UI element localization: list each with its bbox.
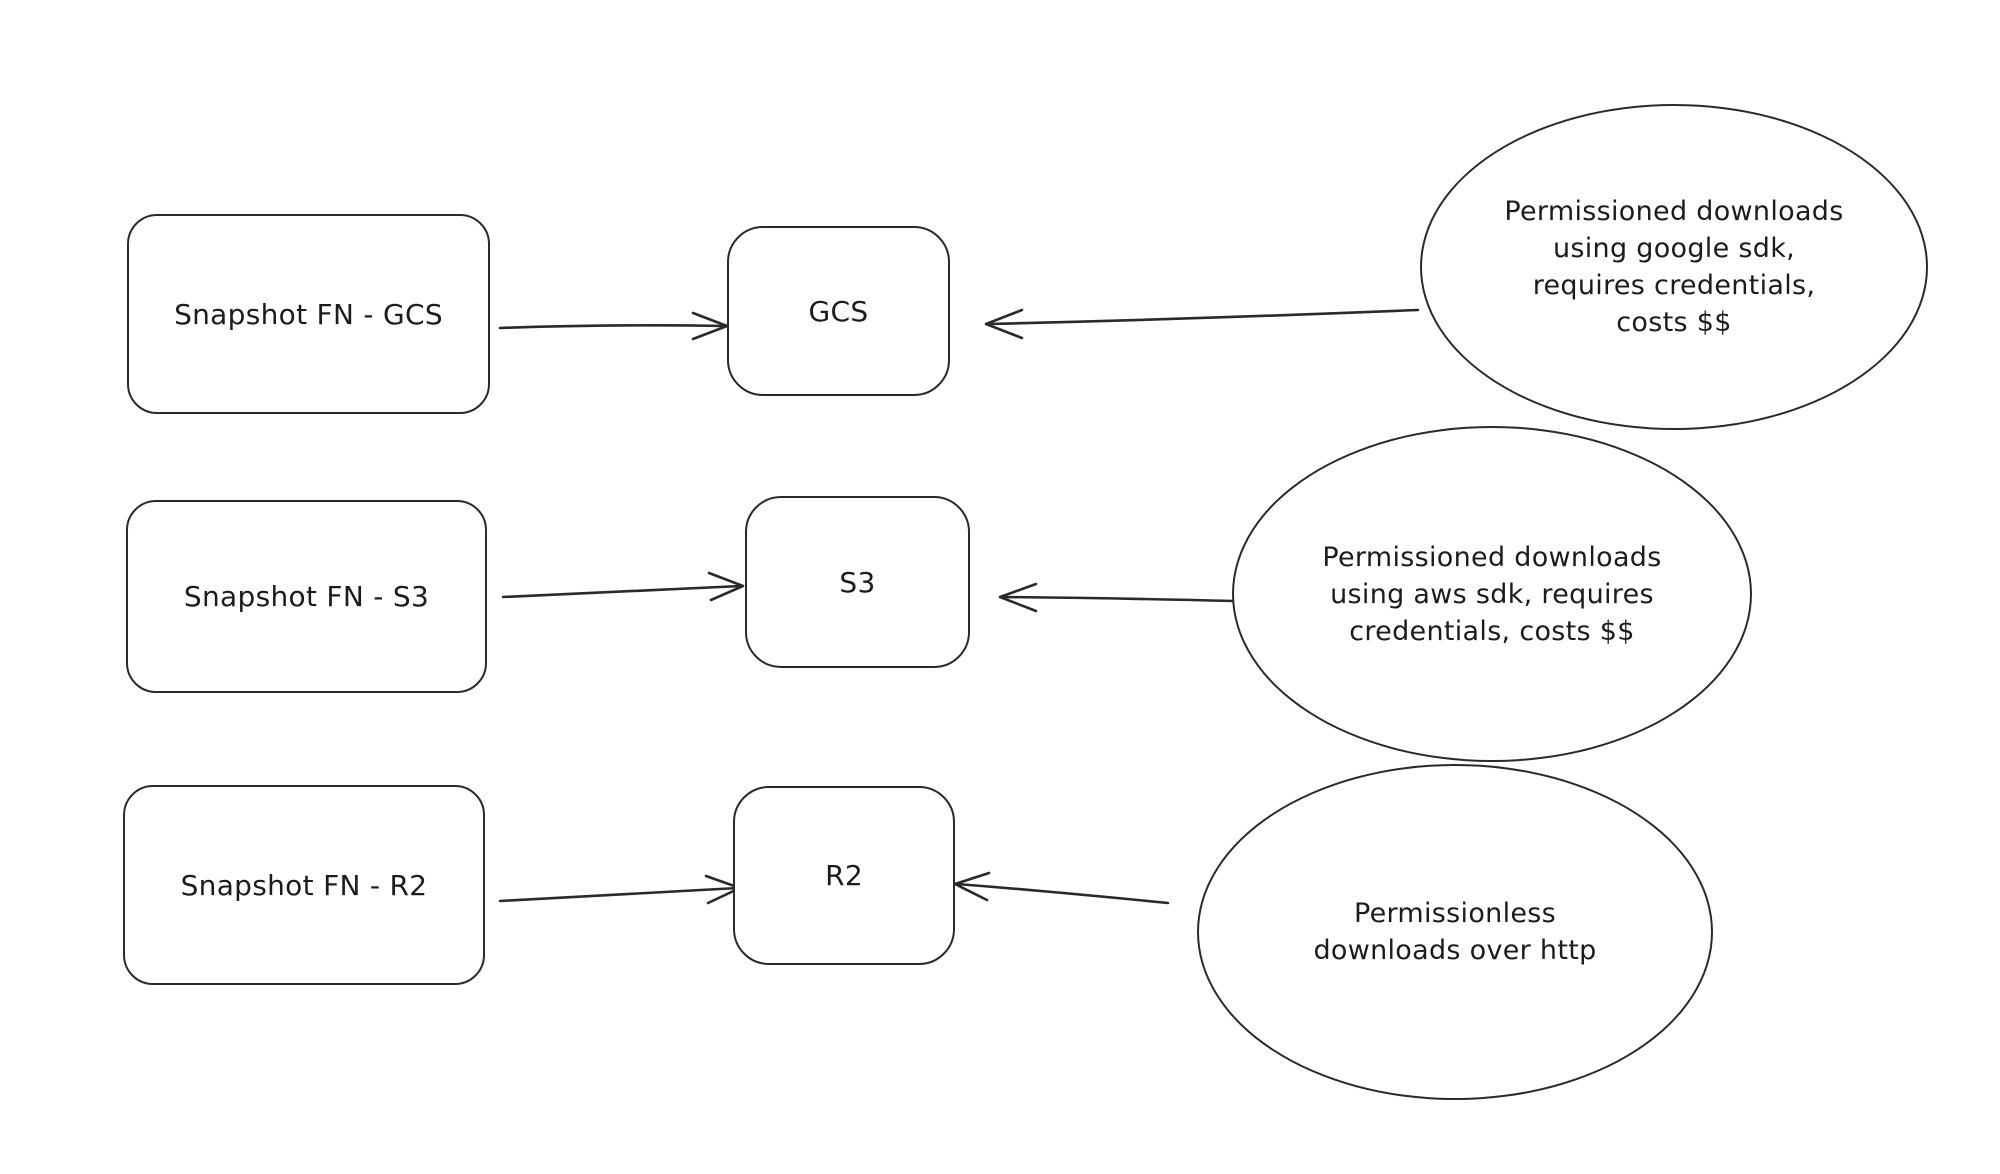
note-line: using google sdk,	[1552, 233, 1796, 264]
node-r2: R2	[733, 786, 955, 965]
node-snapshot-fn-s3-label: Snapshot FN - S3	[183, 580, 430, 613]
note-ellipse-r2: Permissionless downloads over http	[1197, 764, 1713, 1100]
note-line: costs $$	[1616, 307, 1732, 338]
note-line: credentials, costs $$	[1349, 615, 1635, 647]
node-gcs: GCS	[727, 226, 950, 396]
note-line: Permissioned downloads	[1322, 541, 1662, 573]
note-ellipse-s3: Permissioned downloads using aws sdk, re…	[1232, 426, 1752, 762]
arrow-note-to-r2-icon	[953, 871, 1170, 905]
node-snapshot-fn-s3: Snapshot FN - S3	[126, 500, 487, 693]
note-line: requires credentials,	[1532, 270, 1816, 301]
arrow-snapshot-to-gcs-icon	[498, 311, 729, 341]
arrow-snapshot-to-s3-icon	[501, 571, 745, 602]
node-snapshot-fn-gcs-label: Snapshot FN - GCS	[174, 297, 443, 331]
node-s3-label: S3	[839, 565, 876, 599]
node-snapshot-fn-gcs: Snapshot FN - GCS	[127, 214, 490, 414]
node-s3: S3	[745, 496, 970, 668]
note-line: using aws sdk, requires	[1330, 578, 1654, 610]
node-gcs-label: GCS	[808, 294, 869, 328]
note-line: Permissionless	[1353, 898, 1557, 929]
note-ellipse-gcs: Permissioned downloads using google sdk,…	[1420, 104, 1928, 430]
arrow-note-to-gcs-icon	[984, 308, 1420, 340]
arrow-snapshot-to-r2-icon	[498, 874, 742, 905]
node-snapshot-fn-r2: Snapshot FN - R2	[123, 785, 485, 985]
note-line: downloads over http	[1313, 935, 1597, 966]
note-line: Permissioned downloads	[1504, 196, 1844, 227]
arrow-note-to-s3-icon	[998, 582, 1236, 613]
node-r2-label: R2	[825, 859, 863, 892]
node-snapshot-fn-r2-label: Snapshot FN - R2	[180, 868, 428, 902]
